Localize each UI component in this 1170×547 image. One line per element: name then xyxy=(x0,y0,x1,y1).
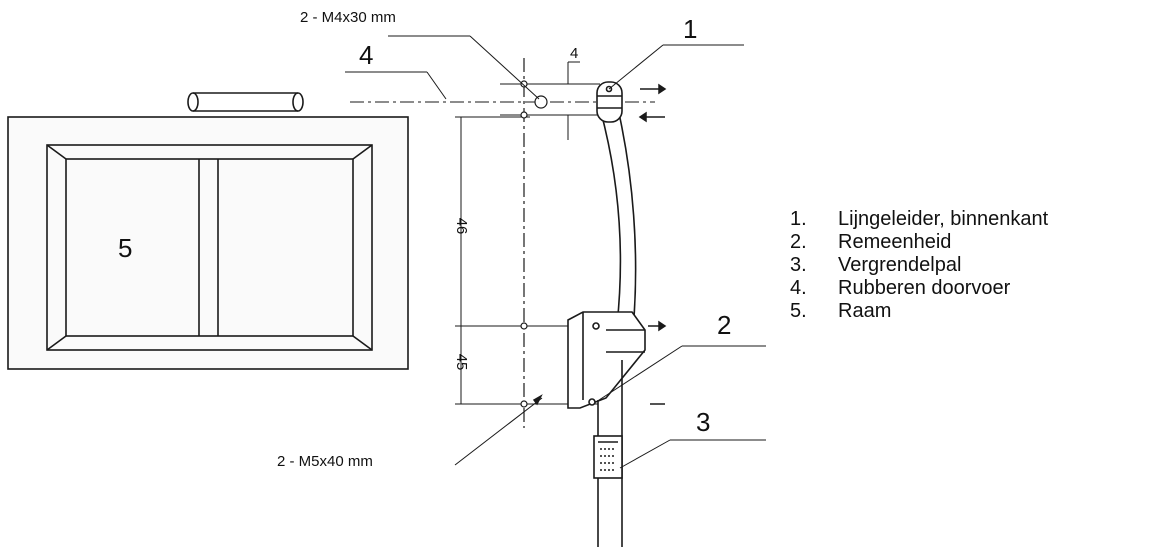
locking-pawl xyxy=(593,435,623,479)
legend-number: 4. xyxy=(790,277,807,299)
legend-number: 5. xyxy=(790,300,807,322)
callout-3: 3 xyxy=(696,407,710,437)
window-frame xyxy=(7,116,409,370)
legend-number: 2. xyxy=(790,231,807,253)
legend-label: Rubberen doorvoer xyxy=(838,277,1011,299)
fastener-label-bottom: 2 - M5x40 mm xyxy=(277,453,373,470)
brake-unit xyxy=(567,311,646,409)
legend-label: Raam xyxy=(838,300,892,322)
callout-2: 2 xyxy=(717,310,731,340)
legend-item: 2. Remeenheid xyxy=(790,231,1048,254)
dimension-label-45: 45 xyxy=(453,354,470,371)
line-guide xyxy=(596,81,637,332)
legend-item: 1. Lijngeleider, binnenkant xyxy=(790,208,1048,231)
rubber-grommet xyxy=(187,92,304,112)
dimension-label-4: 4 xyxy=(570,45,578,62)
mounting-holes xyxy=(520,80,548,408)
legend-label: Vergrendelpal xyxy=(838,254,962,276)
dimension-label-46: 46 xyxy=(453,218,470,235)
callout-4: 4 xyxy=(359,40,373,70)
legend-item: 3. Vergrendelpal xyxy=(790,254,1048,277)
legend-number: 1. xyxy=(790,208,807,230)
legend-item: 4. Rubberen doorvoer xyxy=(790,277,1048,300)
fastener-label-top: 2 - M4x30 mm xyxy=(300,9,396,26)
legend-number: 3. xyxy=(790,254,807,276)
callout-1: 1 xyxy=(683,14,697,44)
legend-label: Lijngeleider, binnenkant xyxy=(838,208,1049,230)
legend-item: 5. Raam xyxy=(790,300,1048,323)
parts-legend: 1. Lijngeleider, binnenkant 2. Remeenhei… xyxy=(790,208,1048,323)
callout-5: 5 xyxy=(118,233,132,263)
legend-label: Remeenheid xyxy=(838,231,952,253)
leader-lines xyxy=(345,35,766,469)
